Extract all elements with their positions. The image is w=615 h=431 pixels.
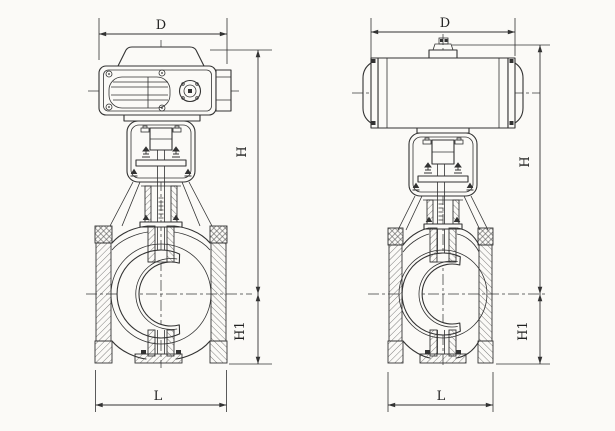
yoke-frame-inner: [412, 136, 474, 193]
dimension-h1: H1: [229, 294, 272, 365]
bonnet-neck: [397, 195, 489, 231]
yoke-top-nuts: [140, 125, 182, 133]
packing-flange: [423, 223, 463, 230]
dimension-l: L: [387, 372, 494, 412]
body-shell-top: [111, 225, 211, 244]
dim-label-l: L: [154, 389, 163, 404]
yoke-frame-outer: [126, 120, 196, 183]
position-indicator-dial: [178, 79, 202, 103]
bottom-trunnion: [419, 329, 467, 364]
dim-label-h1: H1: [516, 321, 531, 341]
top-trunnion: [429, 227, 457, 263]
dimension-h: H: [210, 49, 272, 294]
gear-ridges: [108, 76, 171, 109]
bottom-cover: [134, 353, 183, 364]
dim-label-h: H: [235, 146, 250, 157]
valve-body: [387, 227, 494, 364]
dim-label-h: H: [518, 156, 533, 167]
dimension-h: H: [452, 44, 550, 294]
valve-stem: [157, 150, 165, 260]
pneumatic-actuator: [362, 37, 524, 134]
cylinder-heads: [386, 58, 500, 128]
bottom-trunnion: [134, 329, 183, 364]
right-view-pneumatic-actuator-valve: D: [352, 16, 550, 412]
yoke-legs: [397, 195, 489, 231]
end-cap-right: [507, 57, 524, 129]
flange-right: [477, 227, 494, 364]
dimension-l: L: [95, 370, 227, 412]
dimension-d: D: [98, 18, 228, 64]
gland-flange: [135, 159, 187, 167]
seat-ring: [135, 258, 178, 330]
end-cap-left: [362, 57, 379, 129]
flange-left: [387, 227, 404, 364]
bonnet-neck: [109, 181, 213, 228]
ball-chamber: [398, 249, 488, 339]
yoke: [126, 120, 196, 260]
actuator-base-plate: [123, 114, 201, 122]
seat-ring: [418, 260, 458, 328]
yoke-frame-inner: [130, 124, 192, 179]
gland-flange: [417, 175, 469, 183]
dimension-h1: H1: [496, 294, 550, 365]
yoke: [408, 132, 478, 258]
packing-flange: [139, 221, 183, 228]
valve-body: [94, 225, 228, 364]
dim-label-d: D: [156, 18, 166, 33]
terminal-box: [215, 69, 232, 112]
dim-label-h1: H1: [233, 321, 248, 341]
top-trunnion: [147, 225, 175, 263]
stem-threads: [438, 203, 444, 221]
flange-right: [209, 225, 228, 364]
actuator-mount-strip: [416, 127, 470, 134]
ball-chamber: [110, 243, 212, 345]
actuator-dome: [117, 46, 205, 67]
dim-label-d: D: [440, 16, 450, 31]
left-view-electric-actuator-valve: D: [86, 18, 272, 412]
dimension-d: D: [370, 16, 516, 58]
housing-bolts: [105, 69, 166, 112]
stem-threads: [158, 197, 164, 219]
dim-label-l: L: [437, 389, 446, 404]
flange-left: [94, 225, 113, 364]
yoke-top-nuts: [422, 137, 464, 145]
electric-actuator: [98, 46, 232, 122]
body-shell-top: [402, 227, 480, 246]
bottom-cover: [419, 353, 467, 364]
cylinder-body: [377, 57, 509, 129]
yoke-legs: [109, 181, 213, 227]
